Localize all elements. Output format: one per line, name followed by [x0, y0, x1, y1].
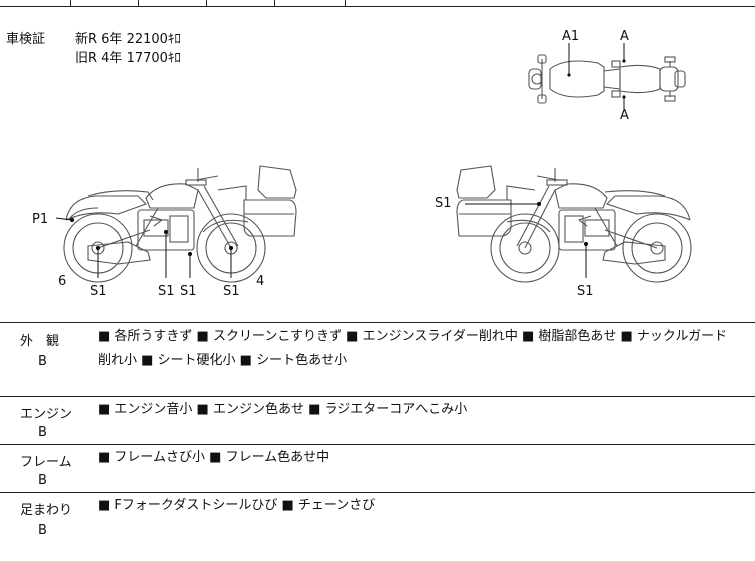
suspension-note-line: ■ Fフォークダストシールひび ■ チェーンさび: [98, 498, 376, 513]
section-exterior-label: 外 観: [20, 334, 60, 349]
callout-top-a-upper: A: [620, 29, 629, 44]
callout-left-p1: P1: [32, 212, 49, 227]
callout-left-4: 4: [256, 274, 265, 289]
header-cell-divider: [206, 0, 207, 6]
section-engine-label: エンジン: [20, 407, 73, 422]
engine-note-line: ■ エンジン音小 ■ エンジン色あせ ■ ラジエターコアへこみ小: [98, 402, 468, 417]
callout-left-6: 6: [58, 274, 67, 289]
inspection-new: 新R 6年 22100ｷﾛ: [75, 32, 181, 47]
header-cell-divider: [138, 0, 139, 6]
inspection-old: 旧R 4年 17700ｷﾛ: [75, 51, 181, 66]
callout-top-a1: A1: [562, 29, 580, 44]
frame-note-line: ■ フレームさび小 ■ フレーム色あせ中: [98, 450, 330, 465]
motorcycle-right-side-diagram: [456, 165, 692, 283]
inspection-label: 車検証: [6, 32, 46, 47]
motorcycle-left-side-diagram: [55, 165, 297, 283]
motorcycle-top-view-diagram: [528, 43, 686, 109]
section-exterior-notes: ■ 各所うすきず ■ スクリーンこすりきず ■ エンジンスライダー削れ中 ■ 樹…: [98, 325, 727, 373]
section-engine-grade: B: [38, 425, 47, 440]
section-exterior-grade: B: [38, 354, 47, 369]
callout-left-s1-exhaust: S1: [180, 284, 197, 299]
section-divider: [0, 396, 755, 397]
callout-left-s1-engine: S1: [158, 284, 175, 299]
diagram-bottom-border: [0, 322, 755, 323]
section-suspension-notes: ■ Fフォークダストシールひび ■ チェーンさび: [98, 494, 375, 518]
callout-top-a-lower: A: [620, 108, 629, 123]
header-bottom-border: [0, 6, 755, 7]
callout-right-s1-engine: S1: [577, 284, 594, 299]
section-divider: [0, 444, 755, 445]
section-frame-label: フレーム: [20, 455, 72, 470]
section-suspension-label: 足まわり: [20, 503, 73, 518]
section-suspension-grade: B: [38, 523, 47, 538]
header-cell-divider: [274, 0, 275, 6]
section-frame-grade: B: [38, 473, 47, 488]
callout-right-s1-fork: S1: [435, 196, 452, 211]
header-cell-divider: [345, 0, 346, 6]
section-divider: [0, 492, 755, 493]
section-engine-notes: ■ エンジン音小 ■ エンジン色あせ ■ ラジエターコアへこみ小: [98, 398, 467, 422]
callout-left-s1-front: S1: [223, 284, 240, 299]
header-cell-divider: [70, 0, 71, 6]
callout-left-s1-rear: S1: [90, 284, 107, 299]
exterior-note-line: 削れ小 ■ シート硬化小 ■ シート色あせ小: [98, 353, 348, 368]
exterior-note-line: ■ 各所うすきず ■ スクリーンこすりきず ■ エンジンスライダー削れ中 ■ 樹…: [98, 329, 728, 344]
section-frame-notes: ■ フレームさび小 ■ フレーム色あせ中: [98, 446, 329, 470]
